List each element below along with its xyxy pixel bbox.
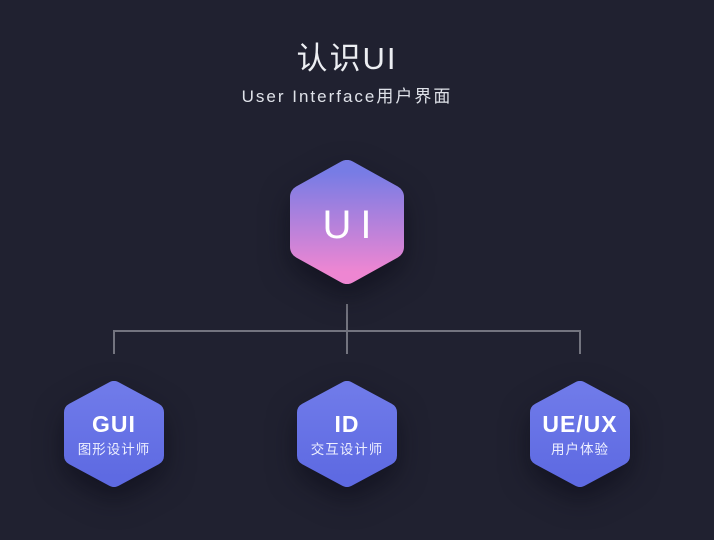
child-node-gui: GUI 图形设计师: [54, 369, 174, 499]
hexagon-shape: [297, 381, 397, 487]
hexagon-shape: [530, 381, 630, 487]
child-node-label: UE/UX: [542, 410, 618, 437]
hexagon-shape: [290, 160, 404, 284]
child-node-sublabel: 用户体验: [550, 441, 609, 457]
connector-drop-right: [579, 330, 581, 354]
child-node-text: ID 交互设计师: [311, 411, 384, 458]
connector-stem: [346, 304, 348, 354]
child-node-ueux: UE/UX 用户体验: [520, 369, 640, 499]
child-node-text: UE/UX 用户体验: [542, 411, 617, 458]
page-title: 认识UI: [296, 41, 398, 76]
child-node-sublabel: 交互设计师: [310, 441, 384, 457]
child-node-id: ID 交互设计师: [287, 369, 407, 499]
connector-crossbar: [113, 330, 581, 332]
connector-drop-left: [113, 330, 115, 354]
root-node-label: UI: [322, 203, 381, 247]
page-subtitle: User Interface用户界面: [241, 87, 453, 106]
root-node-ui: UI: [277, 144, 417, 300]
child-node-sublabel: 图形设计师: [77, 441, 151, 457]
child-node-label: ID: [334, 410, 360, 437]
child-node-label: GUI: [92, 410, 136, 437]
child-node-text: GUI 图形设计师: [78, 411, 151, 458]
hexagon-shape: [64, 381, 164, 487]
